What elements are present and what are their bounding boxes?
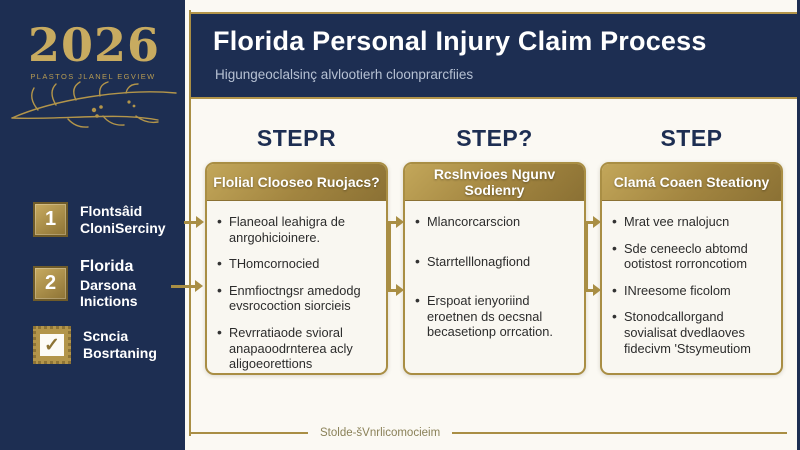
bullet: Erspoat ienyoriind eroetnen ds oecsnal b… bbox=[411, 292, 576, 340]
footer-note: Stolde-šVnrlicomocieim bbox=[320, 427, 441, 439]
main-panel: Florida Personal Injury Claim Process Hi… bbox=[171, 0, 797, 450]
step-1-card-body: Flaneoal leahigra de anrgohicioinere. TH… bbox=[207, 201, 386, 373]
year-logo: 2026 bbox=[28, 18, 161, 72]
sidebar-item-2-label: Florida Darsona Inictions bbox=[80, 258, 138, 310]
number-2-badge-icon: 2 bbox=[33, 266, 68, 302]
connector-line bbox=[585, 221, 588, 291]
bullet: Sde ceneeclo abtomd ootistost rorroncoti… bbox=[608, 240, 773, 272]
step-3-label: STEP bbox=[660, 125, 723, 151]
page-subtitle: Higungeoclalsinç alvlootierh cloonprarcf… bbox=[215, 67, 474, 82]
header-banner: Florida Personal Injury Claim Process Hi… bbox=[191, 12, 797, 99]
arrow-right-icon bbox=[585, 284, 601, 295]
arrow-right-icon bbox=[585, 216, 601, 227]
bullet: Mlancorcarscion bbox=[411, 213, 576, 230]
sidebar-item-1-label: Flontsâid CloniSerciny bbox=[80, 202, 166, 236]
logo-tagline: PLASTOS JLANEL EGVIEW bbox=[30, 72, 156, 81]
step-1-card: Flolial Clooseo Ruojacs? Flaneoal leahig… bbox=[205, 162, 388, 375]
arrow-right-icon bbox=[388, 284, 404, 295]
sidebar-item-3: ✓ Scncia Bosrtaning bbox=[33, 326, 157, 364]
bullet: Revrratiaode svioral anapaoodrnterea acl… bbox=[213, 324, 378, 372]
footer-divider: Stolde-šVnrlicomocieim bbox=[190, 427, 787, 439]
step-3-card-title: Clamá Coaen Steationy bbox=[602, 164, 781, 201]
arrow-right-icon bbox=[184, 216, 204, 227]
step-1-label: STEPR bbox=[256, 125, 337, 151]
bullet: THomcornocied bbox=[213, 255, 378, 272]
bullet: Flaneoal leahigra de anrgohicioinere. bbox=[213, 213, 378, 245]
sidebar-item-1: 1 Flontsâid CloniSerciny bbox=[33, 202, 166, 237]
arrow-right-icon bbox=[171, 280, 203, 291]
step-2-card-title: Rcslnvioes Ngunv Sodienry bbox=[405, 164, 584, 201]
bullet: Stonodcallorgand sovialisat dvedlaoves f… bbox=[608, 308, 773, 356]
laurel-branch-icon bbox=[11, 81, 177, 128]
step-2-card: Rcslnvioes Ngunv Sodienry Mlancorcarscio… bbox=[403, 162, 586, 375]
bullet: Mrat vee rnalojucn bbox=[608, 213, 773, 230]
sidebar-item-2: 2 Florida Darsona Inictions bbox=[33, 258, 185, 310]
step-1-card-title: Flolial Clooseo Ruojacs? bbox=[207, 164, 386, 201]
sidebar: 2026 PLASTOS JLANEL EGVIEW 1 Flontsâid C… bbox=[0, 0, 185, 450]
stamp-check-icon: ✓ bbox=[33, 326, 71, 364]
step-2-card-body: Mlancorcarscion Starrtelllonagfiond Ersp… bbox=[405, 201, 584, 372]
arrow-right-icon bbox=[388, 216, 404, 227]
connector-line bbox=[388, 221, 391, 291]
step-3-card-body: Mrat vee rnalojucn Sde ceneeclo abtomd o… bbox=[602, 201, 781, 373]
step-2-label: STEP? bbox=[456, 125, 533, 151]
bullet: INreesome ficolom bbox=[608, 282, 773, 299]
sidebar-item-3-label: Scncia Bosrtaning bbox=[83, 328, 157, 361]
divider-line bbox=[190, 432, 308, 434]
number-1-badge-icon: 1 bbox=[33, 202, 68, 237]
bullet: Starrtelllonagfiond bbox=[411, 253, 576, 270]
divider-line bbox=[452, 432, 787, 434]
step-3-card: Clamá Coaen Steationy Mrat vee rnalojucn… bbox=[600, 162, 783, 375]
bullet: Enmfioctngsr amedodg evsrocoction siorci… bbox=[213, 282, 378, 314]
page-title: Florida Personal Injury Claim Process bbox=[213, 26, 707, 56]
